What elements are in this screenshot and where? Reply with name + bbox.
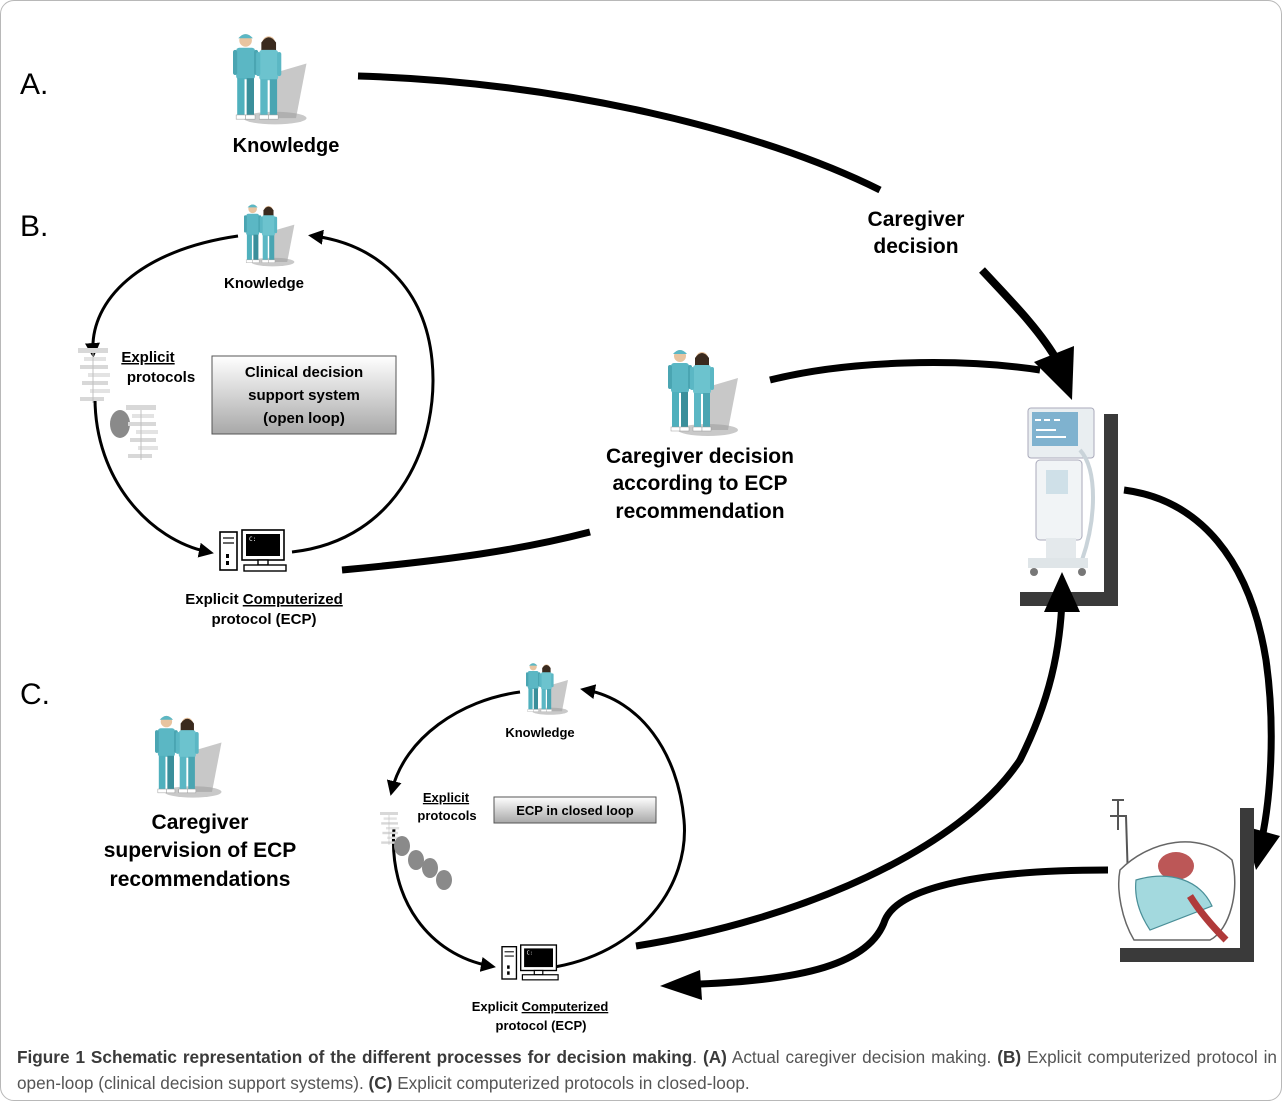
panel-c-knowledge-caregivers-icon xyxy=(525,662,569,716)
panel-b-explicit-label: Explicit xyxy=(121,349,174,366)
panel-b-caregivers-icon xyxy=(243,204,295,267)
protocol-flowchart-icon xyxy=(125,404,159,461)
panel-a-knowledge-label: Knowledge xyxy=(233,135,340,157)
cdss-label-line3: (open loop) xyxy=(263,410,345,427)
ecp-closed-loop-box xyxy=(493,796,657,824)
caption-b-text: Explicit computerized protocol in open-l… xyxy=(17,1047,1277,1093)
according-label-line2: according to ECP xyxy=(612,472,787,495)
patient-icon xyxy=(1110,799,1254,962)
panel-c-caregivers-icon xyxy=(154,715,222,799)
ecp-c-output-arrow xyxy=(635,599,1066,950)
panel-c-explicit-label: Explicit xyxy=(423,790,470,805)
caregivers-icon xyxy=(232,33,308,125)
supervision-label-line2: supervision of ECP xyxy=(104,839,297,862)
caregiver-decision-label-line2: decision xyxy=(873,235,958,258)
ventilator-icon xyxy=(1020,407,1118,606)
caption-separator: . xyxy=(692,1047,703,1067)
according-label-line1: Caregiver decision xyxy=(606,445,794,468)
caregiver-decision-arrow xyxy=(357,72,882,194)
panel-c-ecp-label-line1: Explicit Computerized xyxy=(472,999,609,1014)
ecp-closed-loop-label: ECP in closed loop xyxy=(516,803,634,818)
panel-b-protocols-label: protocols xyxy=(127,369,195,386)
supervision-label-line1: Caregiver xyxy=(152,811,249,834)
panel-b-decision-caregivers-icon xyxy=(667,349,739,437)
patient-feedback-arrow xyxy=(699,866,1109,988)
according-label-line3: recommendation xyxy=(615,500,784,523)
panel-b-loop-arrow-left-top xyxy=(85,234,239,358)
figure-caption: Figure 1 Schematic representation of the… xyxy=(17,1044,1277,1096)
ecp-b-output-arrow xyxy=(341,528,591,574)
supervision-label-line3: recommendations xyxy=(110,868,291,891)
panel-b-ecp-label-line1: Explicit Computerized xyxy=(185,591,343,608)
caption-title: Figure 1 Schematic representation of the… xyxy=(17,1047,693,1067)
panel-c-knowledge-label: Knowledge xyxy=(505,725,574,740)
panel-b-letter: B. xyxy=(20,210,48,243)
cdss-label-line1: Clinical decision xyxy=(245,364,363,381)
panel-c-loop-arrow-right xyxy=(547,684,686,970)
decision-making-diagram: C: A. B. C. Knowledge Caregiver decision… xyxy=(20,33,1280,1033)
panel-c-computer-icon xyxy=(501,944,559,981)
panel-b-loop-arrow-left-bottom xyxy=(93,397,214,558)
panel-c-protocols-label: protocols xyxy=(417,808,476,823)
panel-b-loop-arrow-right xyxy=(291,229,435,554)
panel-b-ecp-label-line2: protocol (ECP) xyxy=(212,611,317,628)
caption-c-tag: (C) xyxy=(368,1073,393,1093)
panel-c-loop-arrow-left-bottom xyxy=(391,827,496,972)
caption-a-tag: (A) xyxy=(703,1047,727,1067)
clinical-decision-support-box xyxy=(211,355,397,435)
protocol-flowchart-icon xyxy=(77,347,111,404)
cdss-label-line2: support system xyxy=(248,387,360,404)
computer-icon xyxy=(219,529,287,572)
panel-a-letter: A. xyxy=(20,68,48,101)
panel-b-knowledge-label: Knowledge xyxy=(224,275,304,292)
panel-c-letter: C. xyxy=(20,678,50,711)
panel-c-ecp-label-line2: protocol (ECP) xyxy=(496,1018,587,1033)
ventilator-to-patient-arrow xyxy=(1123,486,1275,839)
caption-c-text: Explicit computerized protocols in close… xyxy=(392,1073,750,1093)
caption-b-tag: (B) xyxy=(997,1047,1022,1067)
panel-c-loop-arrow-left-top xyxy=(386,690,521,796)
caregiver-decision-label-line1: Caregiver xyxy=(868,208,965,231)
caption-a-text: Actual caregiver decision making. xyxy=(726,1047,998,1067)
